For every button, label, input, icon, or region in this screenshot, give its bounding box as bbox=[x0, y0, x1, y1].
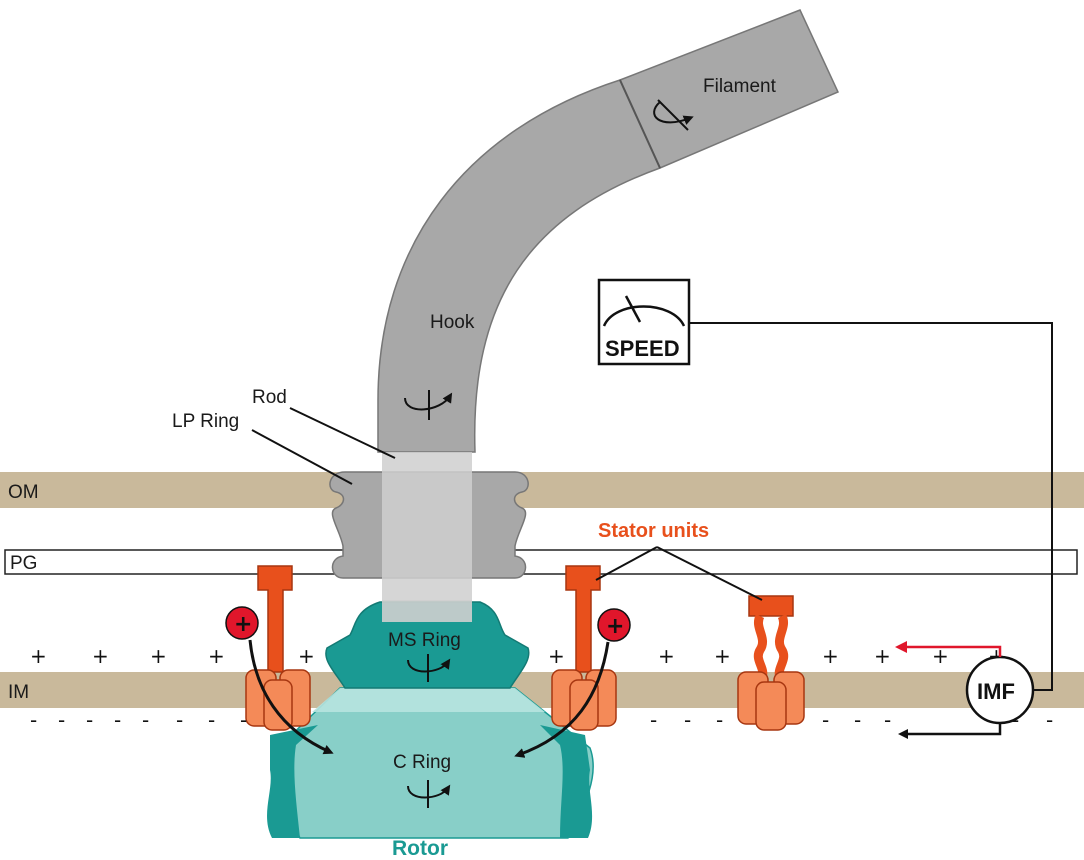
speed-label: SPEED bbox=[605, 336, 680, 361]
om-label: OM bbox=[8, 482, 39, 503]
speed-imf-connector bbox=[689, 322, 1053, 691]
svg-text:-: - bbox=[822, 708, 829, 732]
svg-text:-: - bbox=[684, 708, 691, 732]
c-ring-left-wall bbox=[267, 725, 318, 838]
svg-text:-: - bbox=[884, 708, 891, 732]
svg-text:-: - bbox=[30, 708, 37, 732]
hook-rotation-icon bbox=[404, 390, 453, 420]
svg-text:+: + bbox=[30, 644, 47, 668]
svg-text:+: + bbox=[548, 644, 565, 668]
ms-ring bbox=[325, 601, 530, 689]
c-ring-right-wall bbox=[540, 725, 593, 838]
svg-text:+: + bbox=[606, 614, 624, 639]
hook bbox=[377, 79, 662, 453]
speed-needle bbox=[624, 295, 642, 323]
proton-ion-right: + bbox=[597, 608, 631, 642]
svg-text:-: - bbox=[854, 708, 861, 732]
stator-unit-free bbox=[737, 595, 805, 731]
svg-text:-: - bbox=[114, 708, 121, 732]
svg-text:-: - bbox=[208, 708, 215, 732]
speed-meter: SPEED bbox=[597, 278, 691, 366]
svg-text:-: - bbox=[86, 708, 93, 732]
c-ring-rotation-icon bbox=[407, 780, 451, 808]
svg-text:-: - bbox=[240, 708, 247, 732]
ms-ring-label: MS Ring bbox=[388, 630, 461, 651]
svg-text:+: + bbox=[298, 644, 315, 668]
svg-text:-: - bbox=[176, 708, 183, 732]
filament-label: Filament bbox=[703, 76, 777, 97]
rotor-label: Rotor bbox=[392, 837, 448, 860]
rod-pointer bbox=[289, 407, 396, 459]
svg-text:+: + bbox=[208, 644, 225, 668]
proton-ion-left: + bbox=[225, 606, 259, 640]
imf-red-arrow bbox=[895, 641, 1002, 657]
svg-text:+: + bbox=[822, 644, 839, 668]
stator-pointer-right bbox=[656, 546, 763, 601]
rod-label: Rod bbox=[252, 387, 287, 408]
inner-membrane bbox=[0, 672, 1084, 708]
svg-text:-: - bbox=[716, 708, 723, 732]
imf-indicator: IMF bbox=[965, 655, 1035, 725]
svg-text:+: + bbox=[932, 644, 949, 668]
proton-flow-arrow-left bbox=[248, 639, 334, 755]
lp-ring-label: LP Ring bbox=[172, 411, 239, 432]
svg-text:+: + bbox=[714, 644, 731, 668]
svg-text:+: + bbox=[658, 644, 675, 668]
c-ring-upper-band bbox=[312, 688, 545, 712]
imf-black-arrow bbox=[898, 723, 1002, 739]
im-label: IM bbox=[8, 682, 29, 703]
stator-units-label: Stator units bbox=[598, 520, 709, 542]
rod bbox=[382, 452, 472, 627]
svg-text:+: + bbox=[92, 644, 109, 668]
imf-label: IMF bbox=[977, 679, 1015, 704]
svg-text:+: + bbox=[234, 612, 252, 637]
rod-lower bbox=[382, 600, 472, 622]
svg-text:-: - bbox=[142, 708, 149, 732]
svg-text:-: - bbox=[1046, 708, 1053, 732]
svg-text:+: + bbox=[150, 644, 167, 668]
c-ring-label: C Ring bbox=[393, 752, 451, 773]
svg-text:-: - bbox=[650, 708, 657, 732]
hook-label: Hook bbox=[430, 312, 475, 333]
stator-unit-left bbox=[245, 565, 311, 731]
lp-ring-pointer bbox=[251, 429, 353, 485]
proton-flow-arrow-right bbox=[514, 641, 610, 758]
stator-pointer-left bbox=[595, 546, 658, 581]
positive-charges: + + + + + + + + + + + + bbox=[30, 644, 1005, 668]
svg-text:+: + bbox=[874, 644, 891, 668]
pg-label: PG bbox=[10, 553, 37, 574]
hook-filament-junction bbox=[619, 79, 661, 169]
peptidoglycan-layer bbox=[4, 549, 1078, 575]
svg-text:-: - bbox=[58, 708, 65, 732]
outer-membrane bbox=[0, 472, 1084, 508]
ms-ring-rotation-icon bbox=[407, 654, 451, 682]
filament-rotation-icon bbox=[653, 99, 694, 131]
